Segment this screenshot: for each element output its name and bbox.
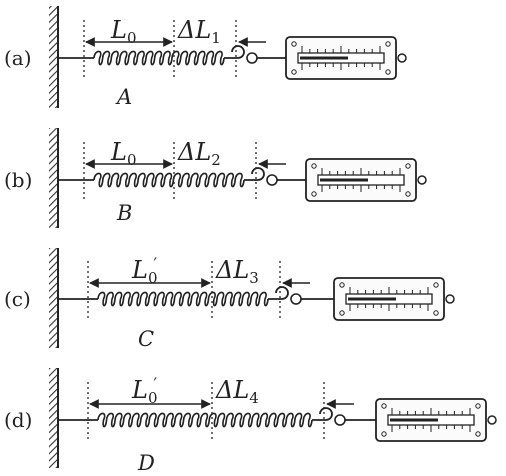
spring-name-label: A xyxy=(115,85,132,109)
scale-screw xyxy=(475,431,481,437)
scale-ring xyxy=(266,174,278,186)
scale-screw xyxy=(405,163,411,169)
scale-screw xyxy=(291,41,297,47)
wall-hatching xyxy=(49,248,58,348)
scale-screw xyxy=(339,282,345,288)
scale-end-ring xyxy=(445,294,455,304)
spring-coil xyxy=(97,412,313,428)
spring-hook xyxy=(224,45,245,59)
natural-length-label: L0 xyxy=(110,138,136,169)
part-label: (d) xyxy=(4,408,32,432)
spring-hook xyxy=(268,286,289,300)
scale-screw xyxy=(433,282,439,288)
part-label: (c) xyxy=(4,287,31,311)
spring-hook xyxy=(312,407,333,421)
scale-end-ring xyxy=(397,53,407,63)
spring-name-label: D xyxy=(137,451,155,475)
scale-screw xyxy=(381,403,387,409)
spring-coil xyxy=(97,291,269,307)
scale-screw xyxy=(291,69,297,75)
natural-length-label: L0′ xyxy=(131,374,157,407)
scale-ring xyxy=(246,52,258,64)
scale-screw xyxy=(475,403,481,409)
scale-screw xyxy=(385,41,391,47)
scale-screw xyxy=(433,310,439,316)
scale-end-ring xyxy=(417,175,427,185)
extension-label: ΔL3 xyxy=(215,256,259,287)
scale-screw xyxy=(381,431,387,437)
scale-screw xyxy=(339,310,345,316)
part-label: (b) xyxy=(4,168,32,192)
scale-screw xyxy=(385,69,391,75)
scale-screw xyxy=(405,191,411,197)
spring-coil xyxy=(93,50,225,66)
wall-hatching xyxy=(49,6,58,108)
spring-name-label: B xyxy=(116,201,132,225)
part-label: (a) xyxy=(4,46,32,70)
extension-label: ΔL4 xyxy=(215,376,259,407)
spring-hook xyxy=(244,167,265,181)
extension-label: ΔL2 xyxy=(177,138,221,169)
scale-ring xyxy=(334,414,346,426)
extension-label: ΔL1 xyxy=(177,16,221,47)
scale-screw xyxy=(311,191,317,197)
wall-hatching xyxy=(49,368,58,468)
scale-ring xyxy=(290,293,302,305)
spring-coil xyxy=(93,172,245,188)
scale-screw xyxy=(311,163,317,169)
natural-length-label: L0 xyxy=(110,16,136,47)
natural-length-label: L0′ xyxy=(131,254,157,287)
spring-name-label: C xyxy=(138,327,154,351)
wall-hatching xyxy=(49,128,58,228)
scale-end-ring xyxy=(487,415,497,425)
